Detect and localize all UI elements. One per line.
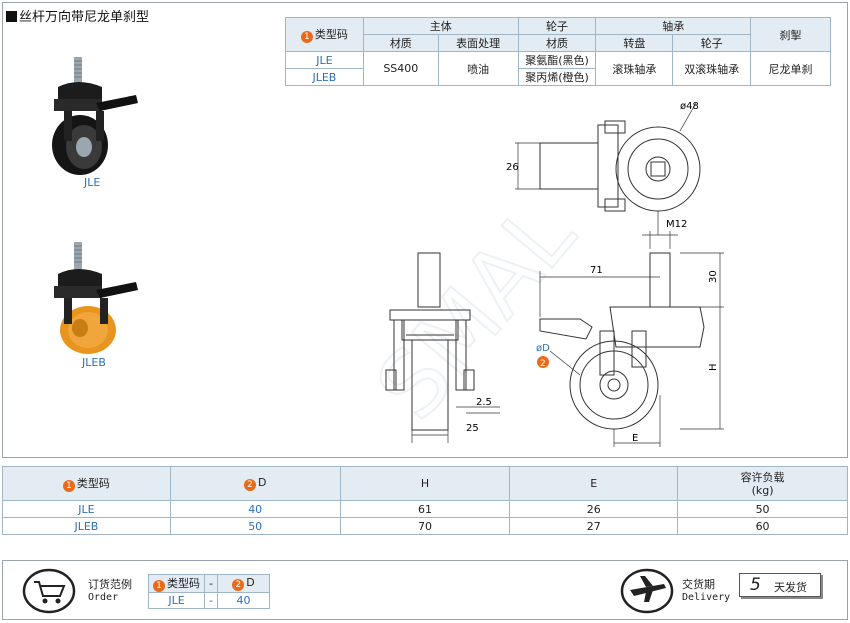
dim-25: 25 <box>466 423 479 434</box>
dim-71: 71 <box>590 265 603 276</box>
row2-code: JLEB <box>285 68 364 86</box>
top-view-dims <box>515 102 697 235</box>
dim-e: E <box>632 433 638 444</box>
lower-row2-e: 27 <box>509 517 679 535</box>
delivery-days: 5 <box>750 575 761 595</box>
dim-m12: M12 <box>666 219 687 230</box>
dim-30: 30 <box>708 270 719 283</box>
lower-row1-e: 26 <box>509 500 679 518</box>
order-dash-2: - <box>204 592 218 609</box>
lower-row1-code: JLE <box>2 500 171 518</box>
badge-2-lower-icon: 2 <box>243 479 256 491</box>
airplane-icon <box>620 568 674 614</box>
badge-1-icon: 1 <box>300 31 313 43</box>
order-label-en: Order <box>88 592 119 603</box>
product-panel <box>2 2 848 458</box>
title-square-icon <box>6 11 17 22</box>
badge-1-lower-icon: 1 <box>62 480 75 492</box>
brake-header: 刹掣 <box>750 17 831 52</box>
wheel-material-2: 聚丙烯(橙色) <box>517 68 597 86</box>
product-label-jleb: JLEB <box>82 356 106 369</box>
lower-row2-d: 50 <box>169 517 341 535</box>
row1-code: JLE <box>285 51 364 69</box>
delivery-label-cn: 交货期 <box>682 578 715 591</box>
delivery-days-box: 5 天发货 <box>739 573 821 597</box>
wheel-material-1: 聚氨酯(黑色) <box>517 51 597 69</box>
lower-row2-code: JLEB <box>2 517 171 535</box>
main-body-header: 主体 <box>362 17 519 35</box>
order-code-value: JLE <box>148 592 205 609</box>
lower-row1-load: 50 <box>677 500 848 518</box>
turntable-header: 转盘 <box>595 34 674 52</box>
badge-2-order-icon: 2 <box>232 579 245 591</box>
material-header: 材质 <box>362 34 439 52</box>
lower-row2-h: 70 <box>339 517 511 535</box>
brake-value: 尼龙单刹 <box>750 51 831 86</box>
order-panel <box>2 560 848 620</box>
delivery-label-en: Delivery <box>682 592 731 603</box>
dim-d: øD <box>536 343 550 354</box>
front-view-dims <box>411 406 500 443</box>
lower-row1-h: 61 <box>339 500 511 518</box>
wheel-header: 轮子 <box>517 17 597 35</box>
delivery-unit: 天发货 <box>774 581 807 594</box>
dim-d48: ø48 <box>680 101 699 112</box>
lower-e-header: E <box>509 466 679 501</box>
badge-2-drawing-label: 2 <box>540 359 546 369</box>
lower-row2-load: 60 <box>677 517 848 535</box>
front-view <box>385 252 475 431</box>
surface-value: 喷油 <box>437 51 519 86</box>
dim-h: H <box>708 363 719 371</box>
page-title: 丝杆万向带尼龙单刹型 <box>6 6 149 25</box>
body-material-value: SS400 <box>362 51 439 86</box>
dim-26: 26 <box>506 162 519 173</box>
wheel-material-header: 材质 <box>517 34 597 52</box>
lower-h-header: H <box>339 466 511 501</box>
shopping-cart-icon <box>22 568 76 614</box>
product-label-jle: JLE <box>84 176 101 189</box>
badge-1-order-icon: 1 <box>153 580 165 592</box>
surface-header: 表面处理 <box>437 34 519 52</box>
order-dash-1: - <box>204 574 218 593</box>
lower-load-header: 容许负载(kg) <box>677 466 848 501</box>
caster-jleb-image <box>54 242 138 354</box>
technical-drawing: SMAL 26 ø48 2.5 25 <box>380 101 724 447</box>
order-d-value: 40 <box>216 592 270 609</box>
table-row: JLE 40 61 26 50 <box>2 500 848 518</box>
caster-jle-image <box>52 57 138 175</box>
badge-2-drawing-icon <box>537 356 549 368</box>
bearing-header: 轴承 <box>595 17 752 35</box>
dim-2-5: 2.5 <box>476 397 492 408</box>
turntable-value: 滚珠轴承 <box>595 51 674 86</box>
side-view-dims <box>539 231 724 447</box>
wheel-bearing-value: 双滚珠轴承 <box>672 51 752 86</box>
lower-row1-d: 40 <box>169 500 341 518</box>
order-label-cn: 订货范例 <box>88 578 132 591</box>
top-view <box>539 120 701 212</box>
table-row: JLEB 50 70 27 60 <box>2 517 848 535</box>
wheel-bearing-header: 轮子 <box>672 34 752 52</box>
